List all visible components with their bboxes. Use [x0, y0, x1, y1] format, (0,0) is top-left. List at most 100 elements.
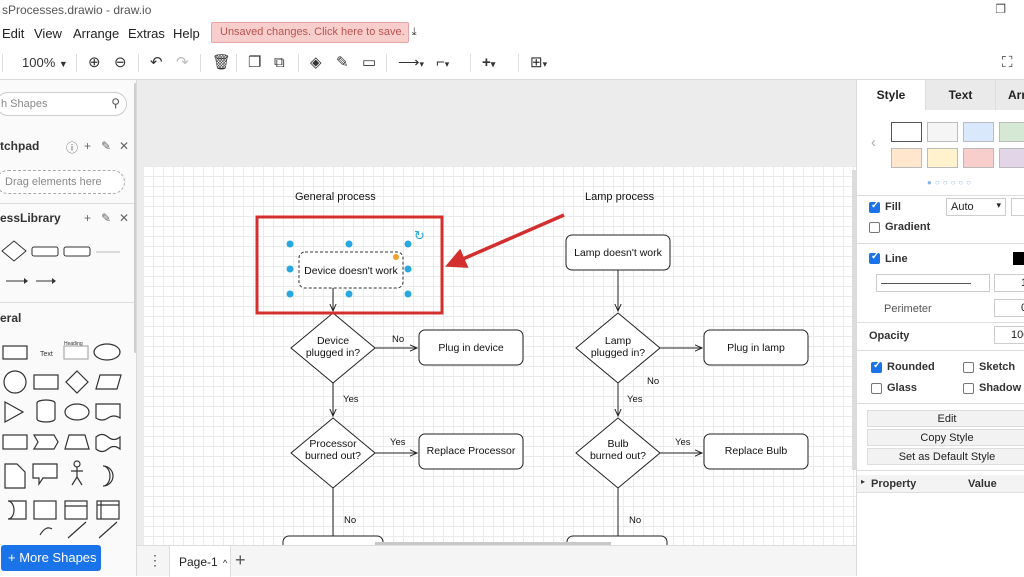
no-label: No	[344, 515, 356, 526]
color-swatch[interactable]	[927, 122, 958, 142]
yes-label: Yes	[390, 437, 406, 448]
rounded-checkbox[interactable]	[871, 362, 882, 373]
to-back-icon[interactable]: ⧉	[274, 54, 285, 72]
device-q1-line1: Device	[317, 335, 349, 347]
line-style-select[interactable]	[876, 274, 990, 292]
pages-menu-icon[interactable]: ⋮	[148, 552, 162, 569]
format-panel: Style Text Arr ‹ ●○○○○○ Fill Auto▾ Gradi…	[856, 80, 1024, 576]
color-swatch[interactable]	[891, 148, 922, 168]
menu-edit[interactable]: Edit	[2, 26, 24, 41]
close-icon[interactable]: ✕	[119, 139, 129, 153]
page-tab[interactable]: Page-1 ^	[169, 546, 231, 577]
redo-icon[interactable]: ↷	[176, 54, 189, 72]
fill-color-picker[interactable]	[1011, 198, 1024, 216]
value-header: Value	[968, 478, 997, 490]
lamp-q2-line2: burned out?	[590, 450, 646, 462]
chevron-left-icon[interactable]: ‹	[871, 134, 876, 151]
fill-mode-select[interactable]: Auto▾	[946, 198, 1006, 216]
close-icon[interactable]: ✕	[119, 211, 129, 225]
unsaved-changes-banner[interactable]: Unsaved changes. Click here to save. ⤓	[211, 22, 409, 43]
shadow-checkbox[interactable]	[963, 383, 974, 394]
sketch-checkbox[interactable]	[963, 362, 974, 373]
color-swatch[interactable]	[891, 122, 922, 142]
scratchpad-title: tchpad	[0, 139, 39, 153]
tab-arrange[interactable]: Arr	[995, 80, 1024, 110]
general-process-title: General process	[295, 191, 376, 203]
perimeter-input[interactable]: 0	[994, 299, 1024, 317]
tab-style[interactable]: Style	[857, 80, 925, 110]
menu-view[interactable]: View	[34, 26, 62, 41]
shadow-label: Shadow	[979, 382, 1021, 394]
more-shapes-button[interactable]: + More Shapes	[1, 545, 101, 571]
general-section[interactable]: eral	[0, 311, 137, 325]
undo-icon[interactable]: ↶	[150, 54, 163, 72]
line-color-icon[interactable]: ✎	[336, 54, 349, 72]
general-shapes-grid[interactable]: Text Heading	[0, 340, 130, 540]
color-swatch[interactable]	[999, 148, 1024, 168]
add-icon[interactable]: +	[84, 139, 91, 153]
line-color-picker[interactable]	[1013, 252, 1024, 265]
scratchpad-section[interactable]: tchpad ⓘ + ✎ ✕	[0, 139, 137, 153]
to-front-icon[interactable]: ❐	[248, 54, 261, 72]
fill-color-icon[interactable]: ◈	[310, 54, 322, 72]
rotate-icon[interactable]: ↻	[414, 229, 425, 244]
help-icon[interactable]: ⓘ	[66, 139, 78, 156]
diagram-canvas[interactable]: General process Lamp process	[137, 80, 856, 545]
copy-style-button[interactable]: Copy Style	[867, 429, 1024, 446]
toolbar: 100% ▼ ⊕ ⊖ ↶ ↷ 🗑 ❐ ⧉ ◈ ✎ ▭ ⟶▾ ⌐▾ +▾ ⊞▾ ⛶	[0, 46, 1024, 80]
color-swatch[interactable]	[927, 148, 958, 168]
restore-window-icon[interactable]: ❐	[995, 2, 1006, 16]
add-page-icon[interactable]: +	[235, 550, 246, 571]
yes-label: Yes	[343, 394, 359, 405]
fill-checkbox[interactable]	[869, 202, 880, 213]
insert-icon[interactable]: +▾	[482, 54, 495, 73]
edge-handle[interactable]	[393, 254, 399, 260]
diagram-svg[interactable]: General process Lamp process	[137, 80, 856, 545]
menu-arrange[interactable]: Arrange	[73, 26, 119, 41]
menu-extras[interactable]: Extras	[128, 26, 165, 41]
edit-icon[interactable]: ✎	[101, 139, 111, 153]
no-label: No	[392, 334, 404, 345]
edit-style-button[interactable]: Edit	[867, 410, 1024, 427]
delete-icon[interactable]: 🗑	[212, 54, 231, 72]
device-q2-line1: Processor	[309, 438, 357, 450]
sketch-label: Sketch	[979, 361, 1015, 373]
connection-icon[interactable]: ⟶▾	[398, 54, 424, 73]
zoom-in-icon[interactable]: ⊕	[88, 54, 101, 72]
table-icon[interactable]: ⊞▾	[530, 54, 547, 73]
fill-mode-value: Auto	[951, 201, 974, 213]
waypoints-icon[interactable]: ⌐▾	[436, 54, 449, 73]
download-icon: ⤓	[412, 26, 417, 38]
edit-icon[interactable]: ✎	[101, 211, 111, 225]
fullscreen-icon[interactable]: ⛶	[1002, 54, 1013, 72]
opacity-input[interactable]: 100	[994, 326, 1024, 344]
add-icon[interactable]: +	[84, 211, 91, 225]
swatch-pager[interactable]: ●○○○○○	[927, 178, 974, 187]
title-bar: sProcesses.drawio - draw.io ❐	[0, 0, 1024, 20]
line-width-input[interactable]: 1	[994, 274, 1024, 292]
library-thumbnails[interactable]	[0, 235, 130, 295]
color-swatch[interactable]	[999, 122, 1024, 142]
color-swatch[interactable]	[963, 122, 994, 142]
search-icon: ⚲	[111, 96, 120, 110]
set-default-style-button[interactable]: Set as Default Style	[867, 448, 1024, 465]
tab-text[interactable]: Text	[925, 80, 995, 110]
line-checkbox[interactable]	[869, 253, 880, 264]
menu-help[interactable]: Help	[173, 26, 200, 41]
opacity-value: 100	[1011, 329, 1024, 341]
color-swatch[interactable]	[963, 148, 994, 168]
drag-hint: Drag elements here	[5, 176, 102, 188]
search-shapes-input[interactable]: h Shapes ⚲	[0, 92, 127, 116]
zoom-out-icon[interactable]: ⊖	[114, 54, 127, 72]
library-section[interactable]: essLibrary + ✎ ✕	[0, 211, 137, 225]
scratchpad-dropzone[interactable]: Drag elements here	[0, 170, 125, 194]
lamp-q2-line1: Bulb	[607, 438, 628, 450]
gradient-checkbox[interactable]	[869, 222, 880, 233]
heading-shape-label: Heading	[64, 341, 83, 347]
triangle-right-icon[interactable]: ▸	[861, 477, 865, 486]
glass-checkbox[interactable]	[871, 383, 882, 394]
lamp-start-text: Lamp doesn't work	[574, 247, 663, 259]
zoom-select[interactable]: 100% ▼	[22, 54, 68, 73]
chevron-up-icon[interactable]: ^	[223, 558, 227, 568]
shadow-icon[interactable]: ▭	[362, 54, 376, 72]
